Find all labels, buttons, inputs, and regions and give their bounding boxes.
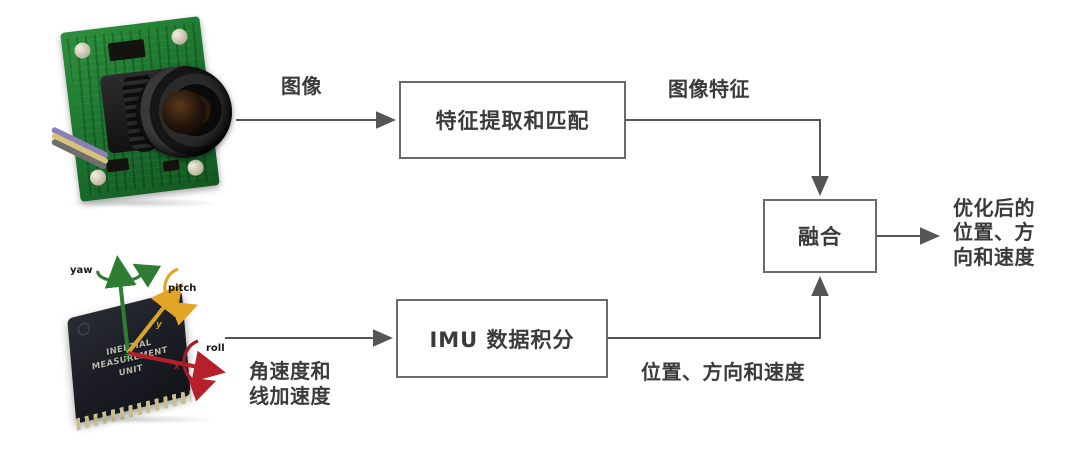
imu-chip-photo: INERTIAL MEASUREMENT UNIT: [46, 243, 261, 433]
camera-lens: [136, 66, 232, 158]
edge-feature-to-fusion: [626, 119, 829, 196]
edge-label-angular-velocity-line2: 线加速度: [249, 384, 331, 408]
edge-label-angular-velocity: 角速度和 线加速度: [249, 359, 379, 409]
edge-label-image: 图像: [281, 74, 322, 98]
edge-label-pose-velocity: 位置、方向和速度: [641, 360, 805, 384]
edge-label-optimized-output: 优化后的 位置、方 向和速度: [953, 196, 1073, 269]
camera-module-photo: [50, 16, 237, 208]
node-fusion[interactable]: 融合: [763, 199, 877, 273]
camera-shadow: [68, 198, 218, 208]
node-fusion-label: 融合: [798, 225, 842, 249]
node-feature-extraction-label: 特征提取和匹配: [435, 109, 590, 133]
imu-axis-letter-y: y: [156, 320, 163, 330]
edge-label-optimized-output-line1: 优化后的: [953, 196, 1035, 220]
imu-axis-label-roll: roll: [206, 343, 225, 354]
imu-shadow: [64, 415, 214, 424]
imu-axis-label-yaw: yaw: [70, 265, 93, 276]
imu-axis-arrows: z y x: [96, 255, 226, 402]
edge-label-image-feature: 图像特征: [668, 77, 750, 101]
imu-axis-letter-z: z: [123, 352, 130, 362]
edge-label-optimized-output-line2: 位置、方: [953, 220, 1035, 245]
node-imu-integration[interactable]: IMU 数据积分: [396, 299, 608, 378]
edge-integration-to-fusion: [608, 276, 829, 339]
edge-label-angular-velocity-line1: 角速度和: [249, 359, 331, 383]
imu-axis-label-pitch: pitch: [168, 283, 197, 294]
node-imu-integration-label: IMU 数据积分: [429, 327, 575, 352]
imu-axis-letter-x: x: [173, 362, 181, 372]
edge-label-optimized-output-line3: 向和速度: [953, 244, 1035, 269]
node-feature-extraction[interactable]: 特征提取和匹配: [399, 81, 626, 159]
